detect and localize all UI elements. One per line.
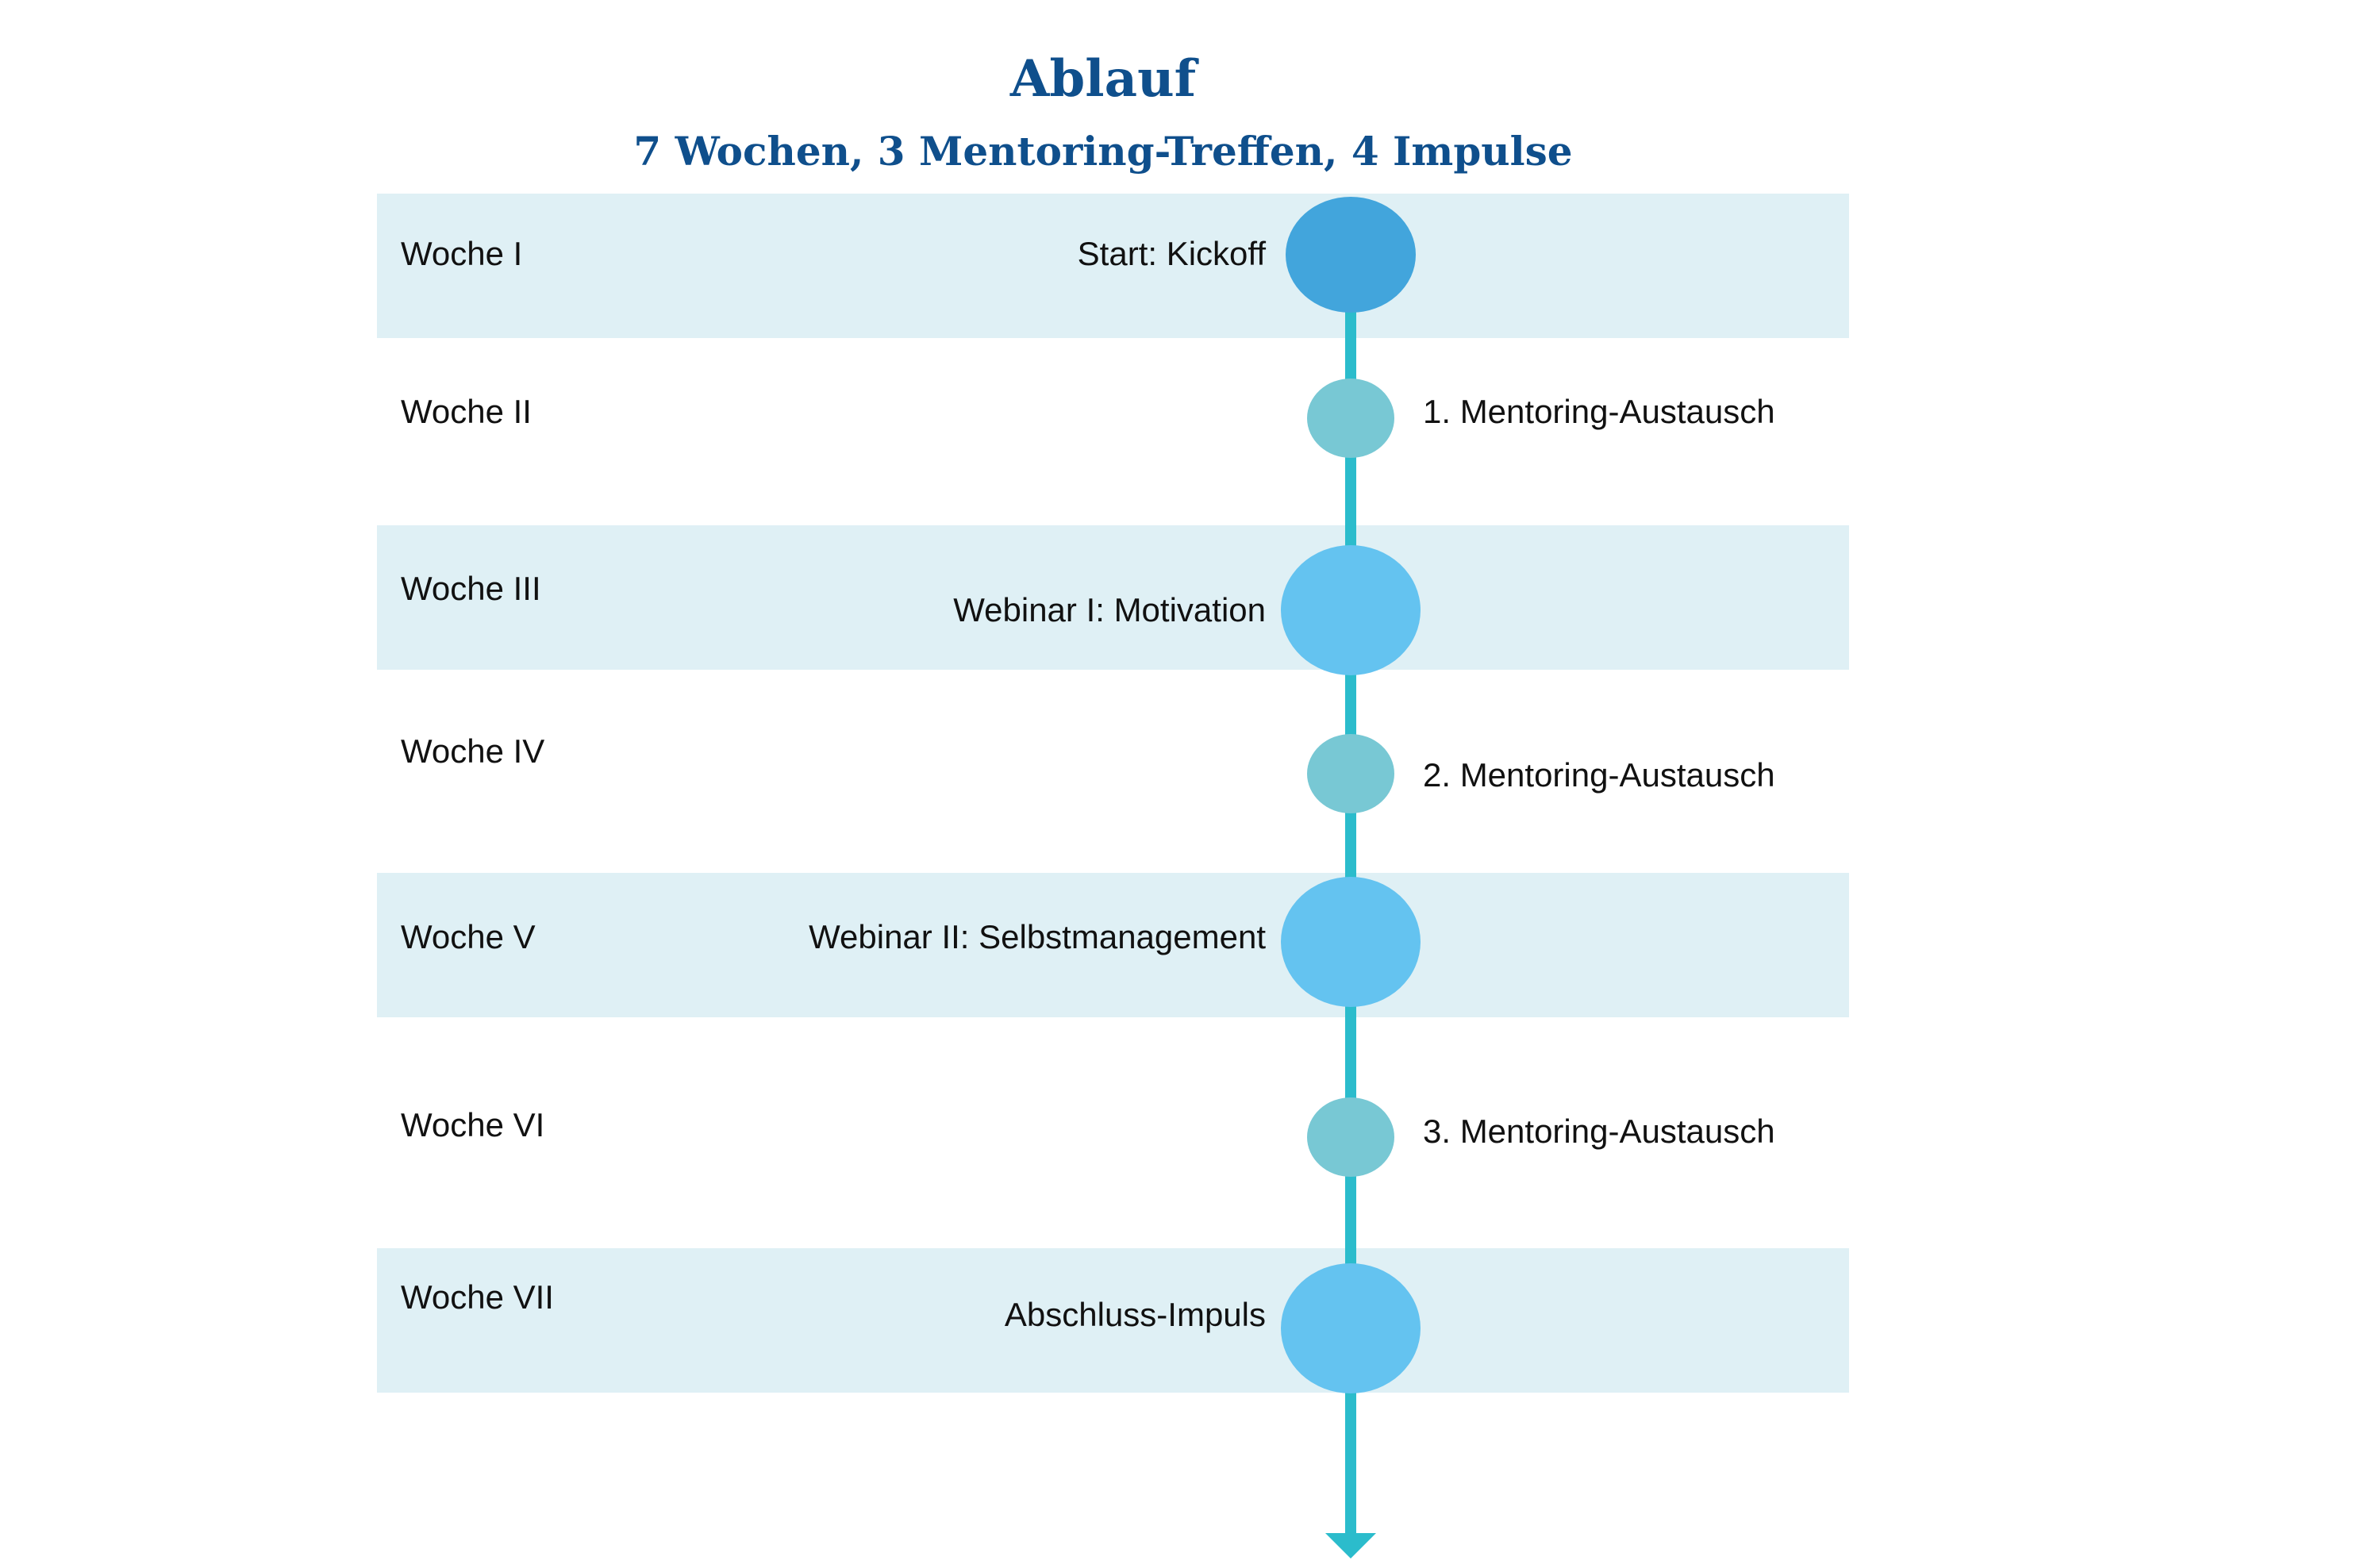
diagram-title: Ablauf [1009,49,1197,109]
event-label-mentoring-1: 1. Mentoring-Austausch [1423,393,1775,430]
event-label-webinar-1: Webinar I: Motivation [953,591,1266,628]
event-label-mentoring-2: 2. Mentoring-Austausch [1423,756,1775,794]
timeline-node-mentoring-1 [1307,379,1394,458]
diagram-subtitle: 7 Wochen, 3 Mentoring-Treffen, 4 Impulse [633,128,1573,175]
event-label-mentoring-3: 3. Mentoring-Austausch [1423,1113,1775,1150]
week-label-7: Woche VII [401,1278,554,1316]
week-label-6: Woche VI [401,1106,545,1143]
week-label-4: Woche IV [401,732,545,770]
timeline-node-mentoring-2 [1307,734,1394,813]
week-label-2: Woche II [401,393,532,430]
week-label-3: Woche III [401,570,541,607]
week-label-5: Woche V [401,918,536,955]
timeline-node-webinar-2 [1281,877,1421,1007]
timeline-node-webinar-1 [1281,545,1421,675]
timeline-arrow-icon [1325,1533,1376,1558]
event-label-webinar-2: Webinar II: Selbstmanagement [809,918,1266,955]
week-band-5 [377,873,1849,1017]
week-band-3 [377,525,1849,670]
week-label-1: Woche I [401,235,523,272]
timeline-node-closing [1281,1263,1421,1393]
week-band-7 [377,1248,1849,1393]
week-band-1 [377,194,1849,338]
event-label-closing: Abschluss-Impuls [1004,1296,1266,1333]
timeline-node-mentoring-3 [1307,1097,1394,1177]
timeline-node-kickoff [1286,197,1416,313]
event-label-kickoff: Start: Kickoff [1077,235,1266,272]
